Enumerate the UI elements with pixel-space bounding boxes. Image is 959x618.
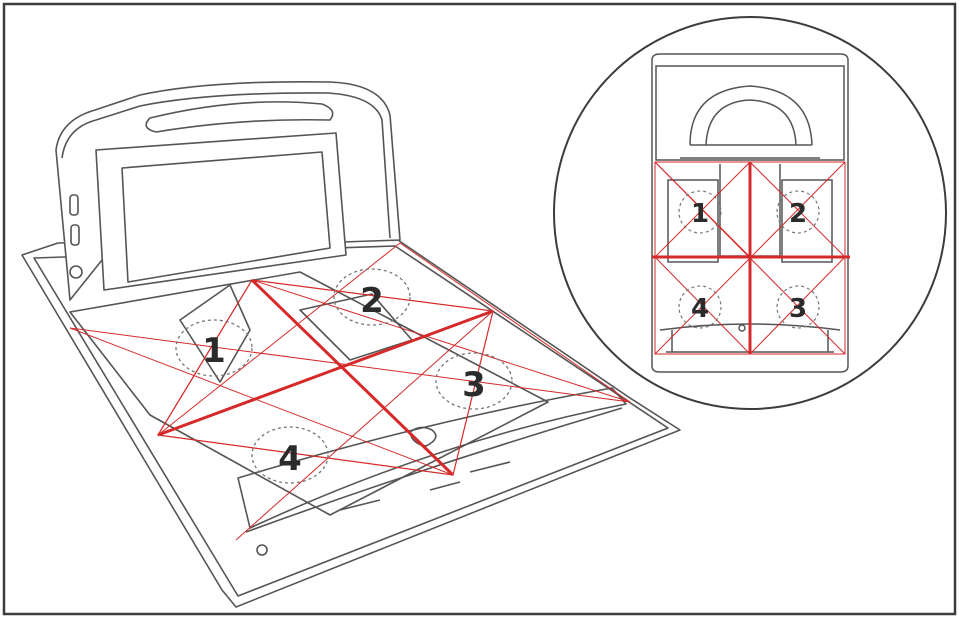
main-zone-label-3: 3 [462,365,486,405]
main-zone-circle-2 [333,268,411,326]
main-zone-label-4: 4 [278,439,302,479]
inset-rail-ends [671,330,829,352]
inset-handle-inner [705,99,797,146]
inset-zone-label-2: 2 [789,199,807,229]
inset-handle-arc [689,85,813,146]
inset-guide-diag-4 [654,161,751,258]
guide-long-3 [69,327,454,476]
main-zone-circle-4 [251,426,329,484]
inset-platter-slot-left [667,179,719,263]
tower-window-frame [95,132,347,291]
guide-edge-1 [157,279,253,436]
main-zone-circle-3 [435,352,513,410]
inset-zone-label-1: 1 [691,199,709,229]
inset-tower [655,65,845,161]
front-rail-edge [245,407,623,533]
main-guide-lines [69,242,631,541]
guide-long-2 [157,242,401,436]
main-zone-label-1: 1 [202,331,226,371]
main-zone-circles [175,268,513,484]
main-zone-label-2: 2 [360,281,384,321]
inset-tower-lines [680,144,820,159]
inset-zone-circle-4 [678,285,722,329]
inset-guide-diag-2 [654,161,846,355]
guide-edge-2 [399,242,631,403]
inset-view: 1 2 3 4 [553,16,947,410]
side-speaker [69,265,83,279]
inset-guide-diag-7 [749,256,846,355]
front-rail [237,387,627,529]
inset-guide-lines [652,161,850,355]
inset-guide-diag-5 [749,161,846,258]
inset-zone-circle-3 [776,285,820,329]
guide-long-1 [69,327,631,403]
side-button-2 [70,224,80,246]
guide-diag-1 [250,278,455,477]
main-zone-circle-1 [175,319,253,377]
platter-screw [256,544,268,556]
tower-bevel [61,92,391,239]
inset-zone-label-4: 4 [691,294,709,324]
rail-details [339,461,511,511]
guide-diag-2 [157,309,494,437]
inset-screw [738,324,746,332]
side-button-1 [69,194,79,216]
guide-long-5 [251,279,631,403]
platter-notch [409,426,437,447]
inset-zone-label-3: 3 [789,294,807,324]
platter-window [69,271,549,516]
inset-zone-circle-2 [776,190,820,234]
inset-platter-slot-right [781,179,833,263]
guide-long-4 [235,310,494,541]
scanner-illustration [21,80,681,608]
platter-window-slot [179,284,251,383]
inset-zone-circle-1 [678,190,722,234]
tower-window-glass [121,151,331,283]
inset-zone-circles [678,190,820,329]
inset-guide-diag-6 [654,256,751,355]
tower-handle [145,101,334,133]
